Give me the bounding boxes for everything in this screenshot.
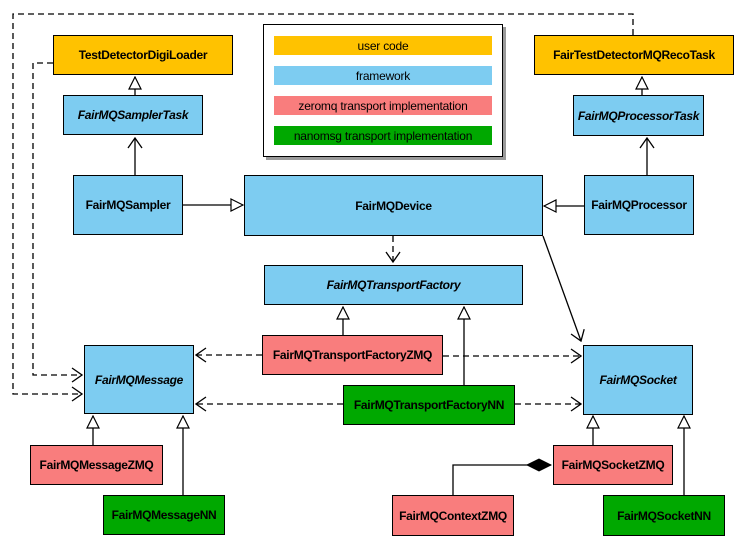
legend: user code framework zeromq transport imp…: [263, 24, 503, 157]
class-fairmqmessagezmq: FairMQMessageZMQ: [30, 445, 163, 485]
class-fairmqsocketnn: FairMQSocketNN: [603, 495, 725, 536]
class-fairmqtransportfactoryzmq: FairMQTransportFactoryZMQ: [262, 335, 443, 375]
class-fairmqdevice: FairMQDevice: [244, 175, 543, 236]
class-fairmqsocket: FairMQSocket: [583, 345, 693, 415]
legend-item-framework: framework: [274, 66, 492, 85]
class-fairmqtransportfactory: FairMQTransportFactory: [264, 265, 523, 305]
dep-arrow-recotask-message: [12, 13, 634, 394]
class-fairmqcontextzmq: FairMQContextZMQ: [392, 495, 514, 536]
ref-arrow-device-socket: [542, 235, 581, 341]
class-testdetectordigiloader: TestDetectorDigiLoader: [53, 35, 233, 75]
class-fairtestdetectormqrecotask: FairTestDetectorMQRecoTask: [534, 35, 734, 75]
legend-item-user-code: user code: [274, 36, 492, 55]
class-fairmqsocketzmq: FairMQSocketZMQ: [553, 445, 673, 485]
class-fairmqprocessortask: FairMQProcessorTask: [573, 95, 704, 136]
class-fairmqsampler: FairMQSampler: [73, 175, 183, 235]
legend-item-nanomsg: nanomsg transport implementation: [274, 126, 492, 145]
class-fairmqmessage: FairMQMessage: [84, 345, 194, 414]
class-fairmqtransportfactorynn: FairMQTransportFactoryNN: [343, 385, 515, 425]
class-fairmqmessagenn: FairMQMessageNN: [103, 495, 225, 535]
composition-contextzmq-socketzmq: [452, 465, 551, 495]
class-fairmqprocessor: FairMQProcessor: [584, 175, 694, 235]
legend-item-zeromq: zeromq transport implementation: [274, 96, 492, 115]
class-fairmqsamplertask: FairMQSamplerTask: [63, 95, 203, 135]
dep-arrow-digiloader-message: [32, 62, 82, 375]
